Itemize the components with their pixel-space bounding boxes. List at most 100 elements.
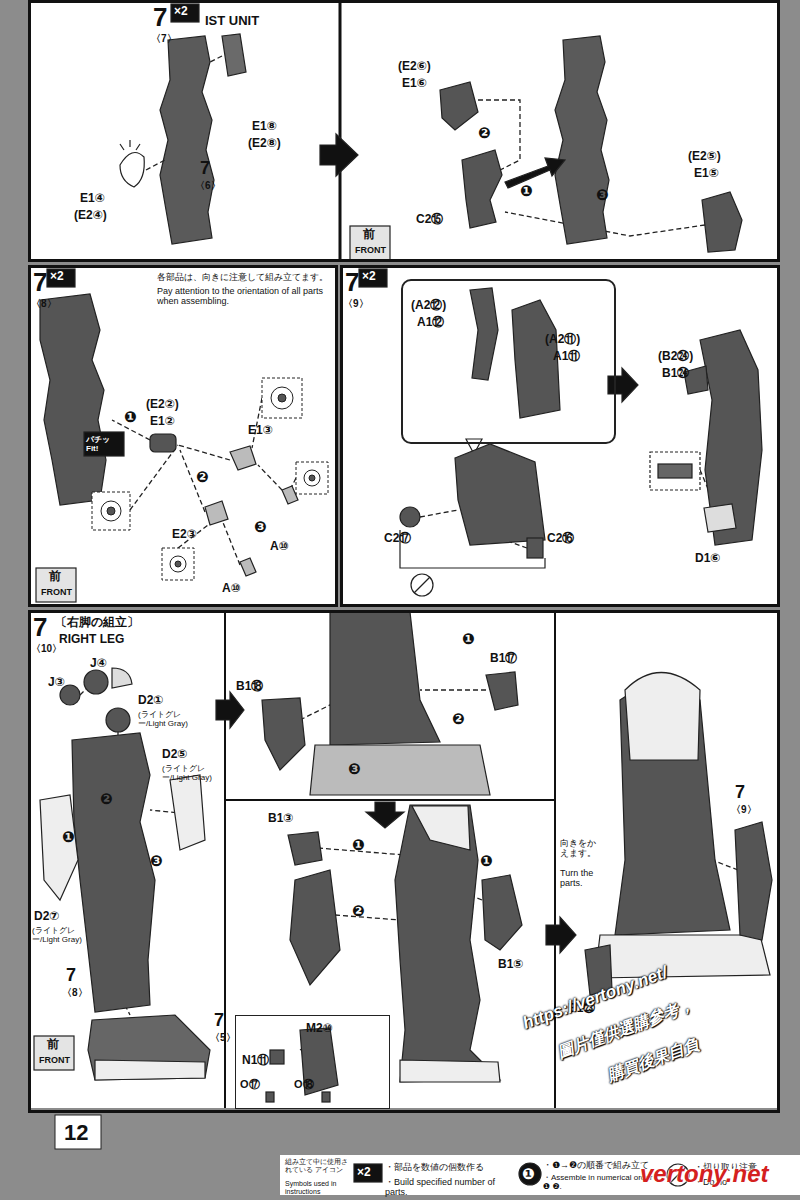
part-label: C2⑮ <box>416 213 443 227</box>
part-label: (E2⑥) <box>398 60 431 74</box>
node-text: 〔右脚の組立〕 <box>55 616 139 630</box>
step-panel: 7〈10〉〔右脚の組立〕RIGHT LEGM2⑩N1⑪O⑰O⑱ <box>28 610 780 1113</box>
order-number: ❸ <box>596 186 609 203</box>
node-text: 〈9〉 <box>343 298 369 310</box>
order-number: ❶ <box>62 828 75 845</box>
watermark: vertony.net <box>640 1160 768 1188</box>
node-text: O⑱ <box>294 1078 314 1091</box>
step-number: 7 <box>33 268 47 298</box>
footer-note: ・Build specified number of parts. <box>385 1177 510 1198</box>
part-label: (B2㉔) <box>658 350 693 364</box>
order-number: ❷ <box>452 710 465 727</box>
step-number: 7 <box>153 3 167 33</box>
node-text: A1⑪ <box>553 350 580 364</box>
callout-bubble: (A2⑫) A1⑫ (A2⑪) A1⑪ <box>401 279 616 444</box>
part-label: A⑩ <box>222 582 241 596</box>
count-icon: ×2 <box>362 270 376 284</box>
part-label: B1⑱ <box>236 680 263 694</box>
part-label: D2⑤ <box>162 748 188 762</box>
part-label: B1⑰ <box>490 652 517 666</box>
ref-step: 〈8〉 <box>62 987 88 999</box>
node-text: 〈10〉 <box>31 643 62 655</box>
part-label: E1⑧ <box>252 120 277 134</box>
order-number: ❸ <box>150 852 163 869</box>
ref-step: 〈5〉 <box>210 1032 236 1044</box>
order-number: ❷ <box>352 902 365 919</box>
order-number: ❸ <box>254 518 267 535</box>
part-label: E1⑤ <box>694 167 719 181</box>
part-label: C2⑯ <box>547 532 574 546</box>
ref-step: 7 <box>214 1010 224 1031</box>
step-number: 7 <box>345 268 359 298</box>
part-label: B1㉔ <box>662 367 689 381</box>
front-icon: 前 <box>47 1038 59 1052</box>
part-label: E1⑥ <box>402 77 427 91</box>
node-text: (A2⑫) <box>411 299 446 313</box>
note: 向きをかえます。 <box>560 838 604 859</box>
count-icon: ×2 <box>50 270 64 284</box>
order-number: ❶ <box>480 852 493 869</box>
note: Turn the parts. <box>560 868 604 889</box>
part-label: J③ <box>48 676 65 690</box>
node-text: RIGHT LEG <box>59 633 124 647</box>
part-label: (E2④) <box>74 209 107 223</box>
part-label: A⑩ <box>270 540 289 554</box>
part-label: E1② <box>150 415 175 429</box>
step-panel: 7〈8〉 <box>28 265 338 607</box>
front-icon: 前 <box>363 228 375 242</box>
note: 各部品は、向きに注意して組み立てます。 <box>157 272 332 282</box>
node-text: 〈8〉 <box>31 298 57 310</box>
fit-icon: パチッ Fit! <box>86 435 124 453</box>
color-note: (ライトグレー/Light Gray) <box>138 710 200 728</box>
order-number: ❶ <box>522 1165 535 1182</box>
node-text: (A2⑪) <box>545 333 580 347</box>
step-number: 7 <box>33 613 47 643</box>
color-note: (ライトグレー/Light Gray) <box>32 926 94 944</box>
part-label: E1③ <box>248 424 273 438</box>
ref-step: 〈6〉 <box>195 180 221 192</box>
front-icon: FRONT <box>39 1055 70 1065</box>
node-text: O⑰ <box>240 1078 260 1091</box>
front-icon: FRONT <box>355 245 386 255</box>
order-number: ❷ <box>196 468 209 485</box>
part-label: E2③ <box>172 528 197 542</box>
node-text: M2⑩ <box>306 1022 333 1036</box>
part-label: D2① <box>138 694 164 708</box>
footer-note: ・部品を数値の個数作る <box>385 1162 484 1172</box>
ref-step: 〈9〉 <box>731 804 757 816</box>
node-text: N1⑪ <box>242 1054 269 1068</box>
part-label: B1③ <box>268 812 294 826</box>
node-text: A1⑫ <box>417 316 444 330</box>
order-number: ❷ <box>478 124 491 141</box>
front-icon: FRONT <box>41 587 72 597</box>
note: Pay attention to the orientation of all … <box>157 286 332 307</box>
ref-step: 7 <box>200 158 210 179</box>
part-label: (E2②) <box>146 398 179 412</box>
ref-step: 7 <box>735 782 745 803</box>
order-number: ❶ <box>462 630 475 647</box>
order-number: ❶ <box>352 836 365 853</box>
color-note: (ライトグレー/Light Gray) <box>162 764 224 782</box>
order-number: ❶ <box>124 408 137 425</box>
count-icon: ×2 <box>174 5 188 19</box>
part-label: E1④ <box>80 192 105 206</box>
part-label: B1⑤ <box>498 958 524 972</box>
node-text: 〈7〉 <box>151 33 177 45</box>
inset-box: M2⑩ N1⑪ O⑰ O⑱ <box>235 1015 390 1109</box>
footer-note: Symbols used in instructions <box>285 1180 353 1196</box>
part-label: D1⑥ <box>695 552 721 566</box>
part-label: (E2⑧) <box>248 137 281 151</box>
part-label: (E2⑤) <box>688 150 721 164</box>
count-icon: ×2 <box>357 1166 371 1180</box>
page-number: 12 <box>64 1120 88 1145</box>
order-number: ❷ <box>100 790 113 807</box>
step-panel: 7〈7〉 <box>28 0 780 262</box>
part-label: C2⑰ <box>384 532 411 546</box>
section-heading: IST UNIT <box>205 14 259 29</box>
part-label: D2⑦ <box>34 910 60 924</box>
ref-step: 7 <box>66 965 76 986</box>
footer-note: 組み立て中に使用されている アイコン <box>285 1158 353 1174</box>
order-number: ❸ <box>348 760 361 777</box>
front-icon: 前 <box>49 570 61 584</box>
